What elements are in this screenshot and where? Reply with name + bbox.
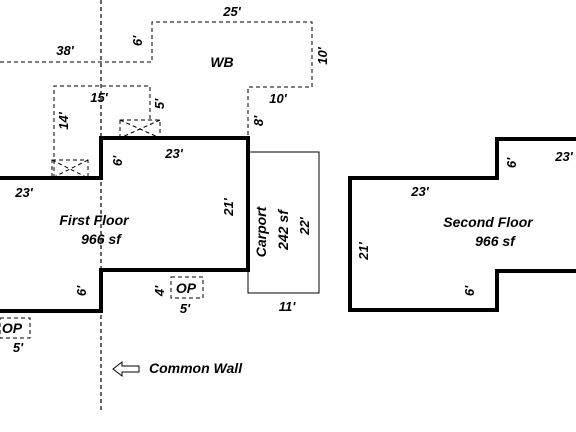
dim-wb-lower-vertical: 8': [251, 115, 266, 126]
carport-area: 242 sf: [275, 209, 291, 251]
dim-op-mid-bottom: 5': [180, 301, 191, 316]
second-floor-label: Second Floor: [443, 214, 534, 230]
dim-carport-bottom: 11': [279, 299, 296, 314]
op-mid-label: OP: [176, 280, 197, 296]
second-floor-outline: [348, 137, 576, 312]
dim-op-mid-side: 4': [152, 285, 167, 297]
carport-outline: [247, 151, 320, 294]
op-left-box: [0, 317, 31, 339]
common-wall-label: Common Wall: [149, 360, 243, 376]
arrow-left-icon: [112, 360, 140, 378]
stair-outline: [53, 85, 151, 178]
dim-ff-step-upper: 6': [110, 155, 125, 166]
dim-ff-right: 21': [221, 197, 236, 216]
dim-wb-long-left: 38': [56, 43, 74, 58]
first-floor-area: 966 sf: [81, 231, 122, 247]
dim-wb-top: 25': [222, 4, 241, 19]
dim-carport-right: 22': [297, 216, 312, 235]
dim-ff-top: 23': [164, 146, 183, 161]
dim-stair-right: 5': [152, 98, 167, 109]
dim-sf-step-upper: 6': [504, 157, 519, 168]
carport-label: Carport: [253, 205, 269, 257]
dim-stair-top: 15': [90, 90, 108, 105]
dim-wb-lower-right: 10': [269, 91, 287, 106]
op-left-label: OP: [2, 320, 23, 336]
op-mid-box: [170, 276, 204, 299]
dim-op-left-bottom: 5': [13, 340, 24, 355]
dim-stair-left: 14': [56, 111, 71, 129]
dim-sf-left: 21': [356, 241, 371, 260]
wb-outline: [0, 21, 313, 138]
dim-ff-left: 23': [14, 185, 33, 200]
lower-x-box: [51, 159, 89, 179]
upper-x-box: [119, 119, 161, 139]
dim-ff-step-lower: 6': [74, 285, 89, 296]
dim-sf-step-lower: 6': [462, 285, 477, 296]
wb-label: WB: [210, 54, 233, 70]
dim-sf-right-top: 23': [554, 149, 573, 164]
first-floor-label: First Floor: [59, 212, 130, 228]
dim-sf-left-top: 23': [410, 184, 429, 199]
dim-wb-left-top: 6': [130, 35, 145, 46]
second-floor-area: 966 sf: [475, 233, 516, 249]
dim-wb-right: 10': [315, 46, 330, 64]
